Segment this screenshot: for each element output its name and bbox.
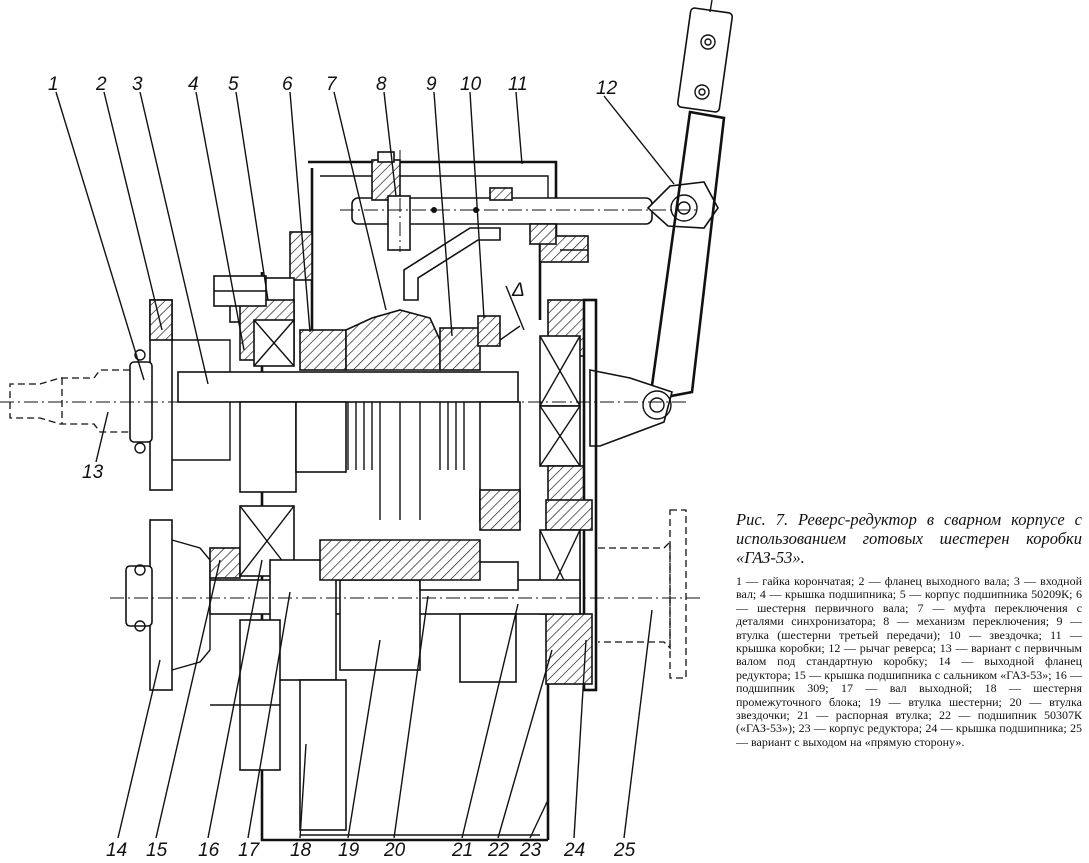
callout-17: 17: [238, 840, 261, 861]
variant-25-dashed: [598, 509, 687, 679]
callout-labels: 1 2 3 4 5 6 7 8 9 10 11 12 13 14 15 16 1…: [48, 74, 636, 861]
callout-10: 10: [460, 74, 482, 95]
callout-2: 2: [95, 74, 107, 95]
callout-15: 15: [146, 840, 168, 861]
callout-5: 5: [228, 74, 239, 95]
callout-3: 3: [132, 74, 143, 95]
callout-22: 22: [487, 840, 510, 861]
callout-1: 1: [48, 74, 59, 95]
callout-14: 14: [106, 840, 127, 861]
callout-13: 13: [82, 462, 104, 483]
gearbox-cover: [289, 160, 589, 330]
input-gear-teeth: [347, 402, 465, 520]
callout-18: 18: [290, 840, 312, 861]
output-shaft-assembly: [125, 505, 581, 831]
figure-caption: Рис. 7. Реверс-редуктор в сварном корпус…: [736, 510, 1082, 749]
right-bearing-cover: [539, 298, 598, 692]
callout-12: 12: [596, 78, 618, 99]
reverse-lever: [589, 0, 734, 447]
callout-7: 7: [326, 74, 338, 95]
callout-21: 21: [451, 840, 473, 861]
callout-20: 20: [383, 840, 406, 861]
callout-9: 9: [426, 74, 437, 95]
callout-25: 25: [613, 840, 636, 861]
variant-13-dashed: [9, 369, 130, 433]
caption-title: Рис. 7. Реверс-редуктор в сварном корпус…: [736, 510, 1082, 567]
callout-8: 8: [376, 74, 387, 95]
callout-19: 19: [338, 840, 360, 861]
leader-lines: [55, 91, 675, 839]
caption-legend: 1 — гайка корончатая; 2 — фланец выходно…: [736, 574, 1082, 749]
shift-mechanism: [351, 151, 653, 301]
callout-11: 11: [508, 74, 528, 95]
callout-24: 24: [563, 840, 585, 861]
callout-6: 6: [282, 74, 293, 95]
input-shaft-assembly: Δ: [129, 275, 525, 531]
delta-mark: Δ: [511, 280, 525, 301]
callout-23: 23: [519, 840, 542, 861]
callout-16: 16: [198, 840, 220, 861]
callout-4: 4: [188, 74, 199, 95]
